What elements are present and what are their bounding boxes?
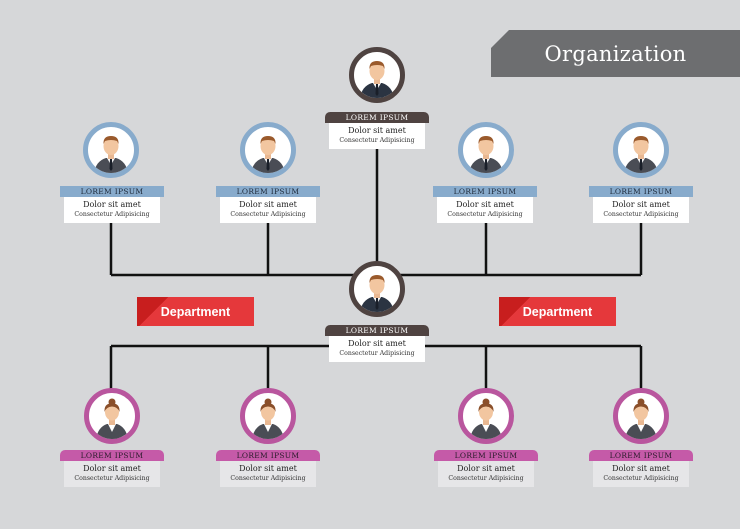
businesswoman-icon — [96, 398, 128, 439]
card-line2: Consectetur Adipisicing — [339, 350, 415, 357]
card-upper-1: LOREM IPSUM Dolor sit amet Consectetur A… — [60, 186, 164, 223]
businessman-icon — [469, 136, 503, 173]
avatar-lower-2 — [240, 388, 296, 444]
card-name: LOREM IPSUM — [216, 186, 320, 197]
card-line1: Dolor sit amet — [239, 464, 297, 473]
businessman-icon — [94, 136, 128, 173]
card-name: LOREM IPSUM — [434, 450, 538, 461]
avatar-lower-3 — [458, 388, 514, 444]
card-lower-2: LOREM IPSUM Dolor sit amet Consectetur A… — [216, 450, 320, 487]
card-line1: Dolor sit amet — [612, 200, 670, 209]
card-name: LOREM IPSUM — [589, 186, 693, 197]
card-line1: Dolor sit amet — [457, 464, 515, 473]
card-name: LOREM IPSUM — [60, 186, 164, 197]
card-line1: Dolor sit amet — [348, 126, 406, 135]
businesswoman-icon — [252, 398, 284, 439]
businessman-icon — [251, 136, 285, 173]
businesswoman-icon — [470, 398, 502, 439]
card-upper-2: LOREM IPSUM Dolor sit amet Consectetur A… — [216, 186, 320, 223]
avatar-top — [349, 47, 405, 103]
businessman-icon — [360, 61, 394, 98]
avatar-upper-1 — [83, 122, 139, 178]
department-label-left: Department — [137, 297, 254, 326]
card-upper-4: LOREM IPSUM Dolor sit amet Consectetur A… — [589, 186, 693, 223]
avatar-lower-1 — [84, 388, 140, 444]
card-line2: Consectetur Adipisicing — [448, 475, 524, 482]
department-text: Department — [160, 304, 231, 319]
card-name: LOREM IPSUM — [325, 325, 429, 336]
card-name: LOREM IPSUM — [325, 112, 429, 123]
card-line2: Consectetur Adipisicing — [339, 137, 415, 144]
card-upper-3: LOREM IPSUM Dolor sit amet Consectetur A… — [433, 186, 537, 223]
businesswoman-icon — [625, 398, 657, 439]
card-line2: Consectetur Adipisicing — [230, 475, 306, 482]
card-name: LOREM IPSUM — [589, 450, 693, 461]
card-line2: Consectetur Adipisicing — [603, 475, 679, 482]
avatar-upper-4 — [613, 122, 669, 178]
card-middle: LOREM IPSUM Dolor sit amet Consectetur A… — [325, 325, 429, 362]
card-name: LOREM IPSUM — [433, 186, 537, 197]
card-lower-3: LOREM IPSUM Dolor sit amet Consectetur A… — [434, 450, 538, 487]
card-line1: Dolor sit amet — [239, 200, 297, 209]
businessman-icon — [624, 136, 658, 173]
avatar-upper-2 — [240, 122, 296, 178]
card-line2: Consectetur Adipisicing — [603, 211, 679, 218]
card-name: LOREM IPSUM — [216, 450, 320, 461]
page-title: Organization — [544, 41, 687, 66]
card-lower-1: LOREM IPSUM Dolor sit amet Consectetur A… — [60, 450, 164, 487]
card-line1: Dolor sit amet — [348, 339, 406, 348]
avatar-upper-3 — [458, 122, 514, 178]
card-line2: Consectetur Adipisicing — [74, 211, 150, 218]
department-text: Department — [522, 304, 593, 319]
card-line1: Dolor sit amet — [83, 464, 141, 473]
card-line2: Consectetur Adipisicing — [230, 211, 306, 218]
card-line2: Consectetur Adipisicing — [447, 211, 523, 218]
card-line1: Dolor sit amet — [612, 464, 670, 473]
card-name: LOREM IPSUM — [60, 450, 164, 461]
avatar-middle — [349, 261, 405, 317]
card-line1: Dolor sit amet — [83, 200, 141, 209]
businessman-icon — [360, 275, 394, 312]
avatar-lower-4 — [613, 388, 669, 444]
card-top: LOREM IPSUM Dolor sit amet Consectetur A… — [325, 112, 429, 149]
department-label-right: Department — [499, 297, 616, 326]
card-lower-4: LOREM IPSUM Dolor sit amet Consectetur A… — [589, 450, 693, 487]
card-line1: Dolor sit amet — [456, 200, 514, 209]
title-banner: Organization — [491, 30, 740, 77]
card-line2: Consectetur Adipisicing — [74, 475, 150, 482]
